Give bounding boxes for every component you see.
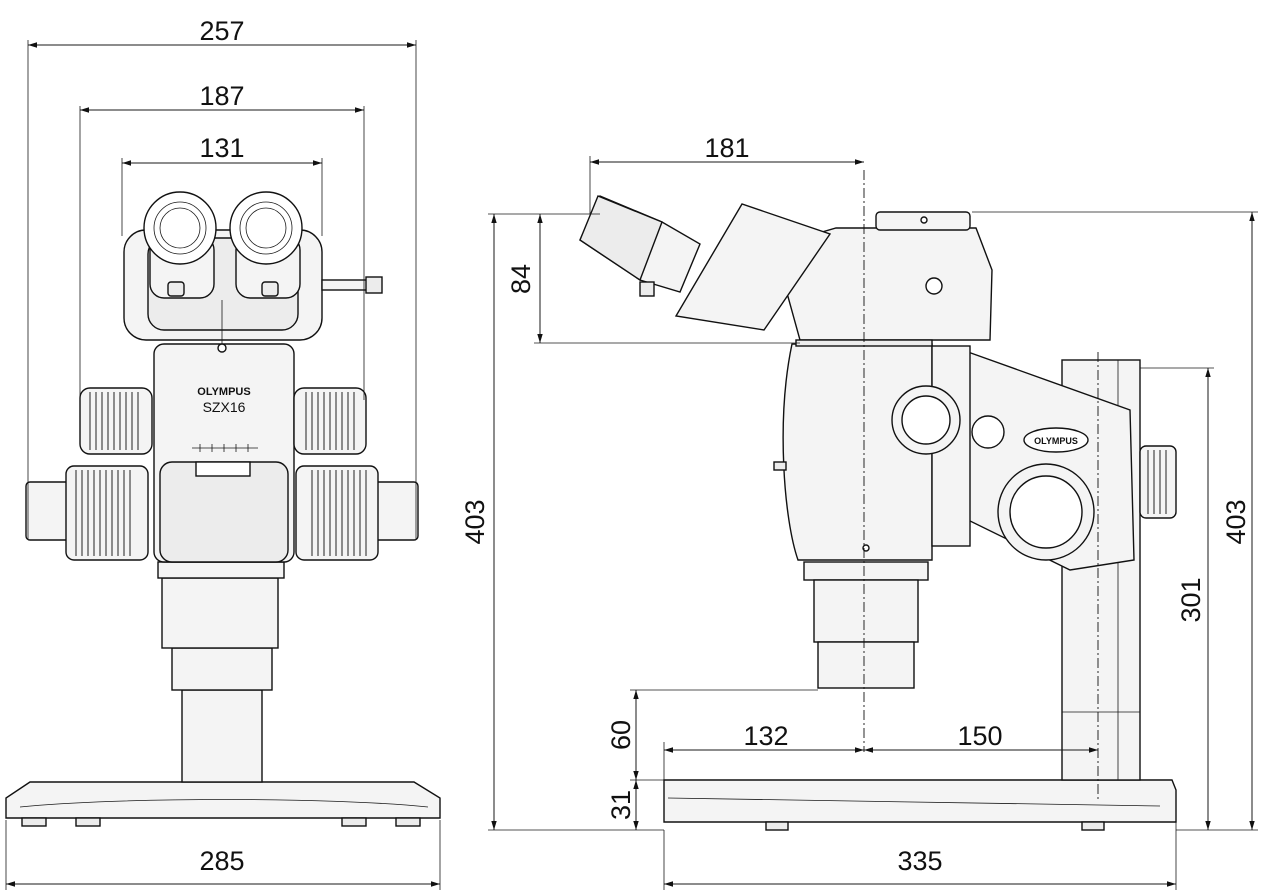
dim-label-131: 131 xyxy=(199,133,244,163)
dim-label-181: 181 xyxy=(704,133,749,163)
side-trinocular-head xyxy=(579,195,993,347)
front-focus-knob-right xyxy=(295,465,419,561)
dim-label-60: 60 xyxy=(606,720,636,750)
front-zoom-knob-right xyxy=(293,387,367,455)
front-objective xyxy=(157,561,285,691)
front-eyepiece-left xyxy=(143,191,217,299)
side-objective xyxy=(803,561,929,689)
dim-label-285: 285 xyxy=(199,846,244,876)
front-model-label: SZX16 xyxy=(203,399,246,415)
front-view: OLYMPUS SZX16 xyxy=(5,16,441,890)
dim-label-132: 132 xyxy=(743,721,788,751)
side-dimension-lines xyxy=(488,156,1258,890)
side-brand-label: OLYMPUS xyxy=(1034,436,1078,446)
side-focus-arm xyxy=(967,351,1177,571)
front-brand-label: OLYMPUS xyxy=(197,386,250,398)
dim-label-257: 257 xyxy=(199,16,244,46)
front-base xyxy=(5,781,441,827)
dim-label-84: 84 xyxy=(506,264,536,294)
side-base xyxy=(663,779,1177,831)
dim-label-31: 31 xyxy=(606,790,636,820)
dim-label-403-right: 403 xyxy=(1221,499,1251,544)
side-view: OLYMPUS xyxy=(460,133,1258,890)
dim-label-403-left: 403 xyxy=(460,499,490,544)
front-dimension-lines xyxy=(5,40,441,890)
front-zoom-body xyxy=(153,343,295,563)
side-zoom-body xyxy=(773,343,1005,561)
dim-label-301: 301 xyxy=(1176,577,1206,622)
dim-label-150: 150 xyxy=(957,721,1002,751)
front-pillar xyxy=(181,689,263,783)
front-zoom-knob-left xyxy=(79,387,153,455)
dim-label-187: 187 xyxy=(199,81,244,111)
front-focus-knob-left xyxy=(25,465,149,561)
front-eyepiece-right xyxy=(229,191,303,299)
dim-label-335: 335 xyxy=(897,846,942,876)
